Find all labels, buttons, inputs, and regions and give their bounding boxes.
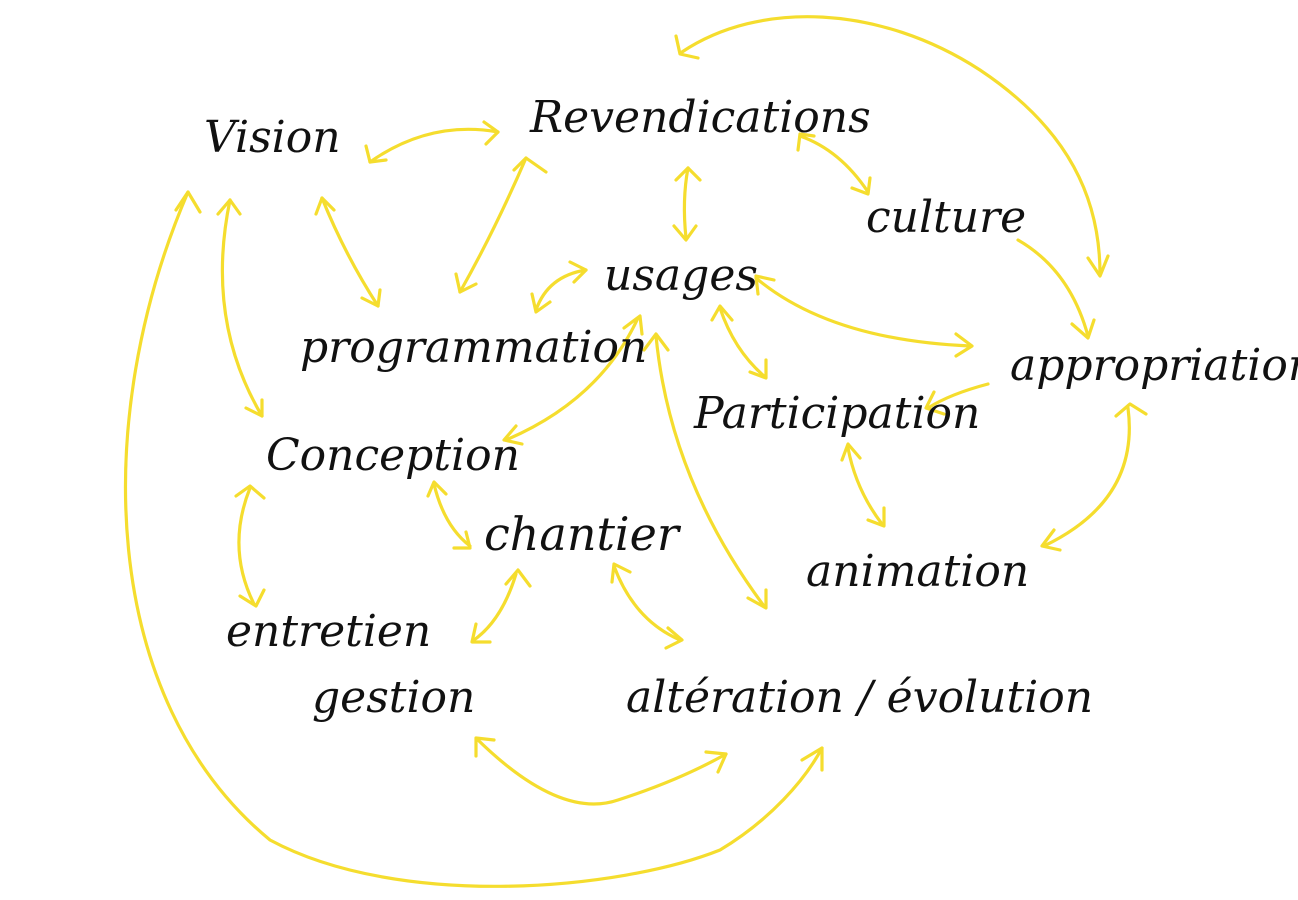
- arrowhead: [314, 196, 336, 216]
- arrowhead: [426, 480, 448, 498]
- arrow-culture-appropriation: [1016, 238, 1090, 338]
- arrow-usages-programmation: [534, 268, 588, 312]
- arrowhead: [954, 332, 974, 358]
- arrowhead: [704, 750, 728, 774]
- arrow-usages-alteration: [654, 334, 766, 608]
- arrowhead: [512, 156, 548, 174]
- arrowhead: [238, 588, 266, 608]
- arrowhead: [470, 622, 492, 644]
- arrowhead: [664, 626, 684, 650]
- arrow-usages-conception: [504, 316, 640, 442]
- arrow-revendications-culture: [798, 134, 870, 194]
- node-appropriation: appropriation: [1010, 340, 1298, 391]
- arrow-conception-entretien: [237, 486, 256, 606]
- node-revendications: Revendications: [529, 92, 871, 143]
- arrowhead: [474, 736, 496, 758]
- arrowhead: [850, 176, 872, 196]
- arrow-gestion-alteration: [476, 738, 728, 806]
- arrow-revendications-usages: [682, 166, 690, 240]
- arrowhead: [174, 190, 202, 214]
- arrow-usages-participation: [718, 306, 766, 378]
- arrow-revendications-programmation: [458, 156, 528, 294]
- arrowhead: [642, 332, 670, 352]
- arrowhead: [674, 34, 700, 60]
- arrow-revendications-appropriation: [680, 15, 1102, 276]
- node-culture: culture: [866, 192, 1026, 243]
- arrowhead: [216, 198, 242, 216]
- arrow-vision-alteration: [124, 190, 824, 888]
- arrowhead: [924, 390, 946, 416]
- arrowhead: [244, 398, 264, 418]
- node-usages: usages: [604, 250, 758, 301]
- arrowhead: [1040, 528, 1062, 552]
- arrowhead: [710, 304, 734, 322]
- arrowhead: [610, 562, 632, 584]
- node-programmation: programmation: [300, 322, 647, 373]
- arrowhead: [840, 442, 862, 462]
- node-vision: Vision: [204, 112, 341, 163]
- arrowhead: [1070, 318, 1096, 340]
- arrowhead: [234, 484, 266, 500]
- node-chantier: chantier: [484, 507, 682, 561]
- arrowhead: [1086, 254, 1110, 278]
- arrow-vision-programmation: [320, 196, 380, 308]
- arrowhead: [482, 120, 500, 146]
- arrowhead: [568, 260, 588, 284]
- arrow-appropriation-animation: [1042, 406, 1131, 548]
- arrow-usages-appropriation: [754, 276, 972, 348]
- node-conception: Conception: [266, 430, 520, 481]
- arrow-appropriation-participation: [926, 382, 990, 410]
- arrowhead: [866, 506, 886, 528]
- arrowhead: [672, 224, 698, 242]
- arrowhead: [454, 272, 478, 294]
- arrowhead: [504, 568, 532, 588]
- arrowhead: [754, 274, 776, 296]
- arrowhead: [746, 588, 768, 610]
- arrowhead: [748, 358, 768, 380]
- node-gestion: gestion: [312, 672, 475, 723]
- arrow-chantier-gestion: [472, 572, 518, 642]
- arrowhead: [502, 424, 524, 446]
- arrowhead: [530, 292, 552, 314]
- arrow-vision-revendications: [368, 127, 500, 164]
- arrowhead: [1114, 402, 1148, 418]
- arrowhead: [674, 166, 702, 182]
- arrow-vision-conception: [220, 198, 264, 418]
- arrows-layer: [124, 15, 1148, 888]
- arrowhead: [796, 132, 816, 152]
- node-entretien: entretien: [226, 606, 431, 657]
- node-participation: Participation: [693, 388, 980, 439]
- node-animation: animation: [806, 546, 1029, 597]
- arrowhead: [800, 746, 824, 772]
- node-alteration-evolution: altération / évolution: [626, 672, 1093, 723]
- arrowhead: [622, 314, 644, 336]
- arrowhead: [452, 530, 472, 550]
- arrowhead: [360, 288, 382, 308]
- arrow-conception-chantier: [432, 482, 472, 548]
- arrow-chantier-alteration: [612, 564, 682, 642]
- arrow-participation-animation: [846, 446, 884, 526]
- labels-layer: Vision Revendications culture usages pro…: [204, 92, 1298, 723]
- arrowhead: [364, 144, 388, 164]
